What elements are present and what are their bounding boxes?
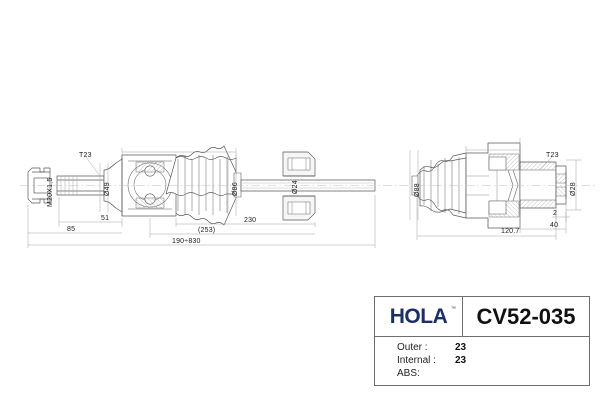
spec-label-abs: ABS:: [397, 368, 420, 379]
label-dia-outer-joint: Ø49: [104, 182, 111, 196]
part-number-cell: CV52-035: [463, 297, 589, 336]
label-dim-120-7: 120.7: [501, 228, 520, 235]
spec-row-outer: Outer : 23: [397, 342, 589, 355]
dimension-lines: [27, 138, 582, 248]
spec-label-internal: Internal :: [397, 355, 436, 366]
label-thread-size: M20X1,5: [47, 177, 54, 207]
inner-boot-bellows: [411, 152, 467, 219]
label-dim-total-length: 190÷830: [172, 238, 201, 245]
label-dim-51: 51: [101, 215, 110, 222]
centre-damper-bearing: [282, 151, 316, 221]
label-dia-boot-large: Ø86: [232, 182, 239, 196]
spec-label-outer: Outer :: [397, 342, 428, 353]
label-dim-85: 85: [67, 226, 76, 233]
spec-row-abs: ABS:: [397, 368, 589, 381]
label-dim-40: 40: [550, 222, 559, 229]
trademark-icon: ™: [451, 306, 456, 312]
inner-splined-stub: [519, 161, 567, 209]
label-dim-253: (253): [198, 227, 216, 234]
brand-logo-hola: HOLA: [389, 305, 448, 328]
label-dia-shaft: Ø24: [292, 180, 299, 194]
spec-row-internal: Internal : 23: [397, 355, 589, 368]
label-spline-outer: T23: [79, 152, 92, 159]
part-number: CV52-035: [476, 303, 576, 329]
spec-table: Outer : 23 Internal : 23 ABS:: [375, 337, 589, 386]
label-spline-inner: T23: [546, 152, 559, 159]
label-dia-inner-end: Ø28: [570, 182, 577, 196]
title-block: HOLA ™ CV52-035 Outer : 23 Internal : 23…: [374, 296, 590, 386]
inner-tripod-joint: [465, 142, 521, 229]
label-dim-230: 230: [244, 217, 257, 224]
label-dia-inner-boot: Ø88: [414, 183, 421, 197]
label-dim-2: 2: [553, 210, 558, 217]
spec-value-outer: 23: [455, 342, 467, 353]
threaded-stub-shaft: [56, 175, 105, 196]
spec-value-internal: 23: [455, 355, 467, 366]
brand-cell: HOLA ™: [375, 297, 463, 336]
title-block-header-row: HOLA ™ CV52-035: [375, 297, 589, 337]
